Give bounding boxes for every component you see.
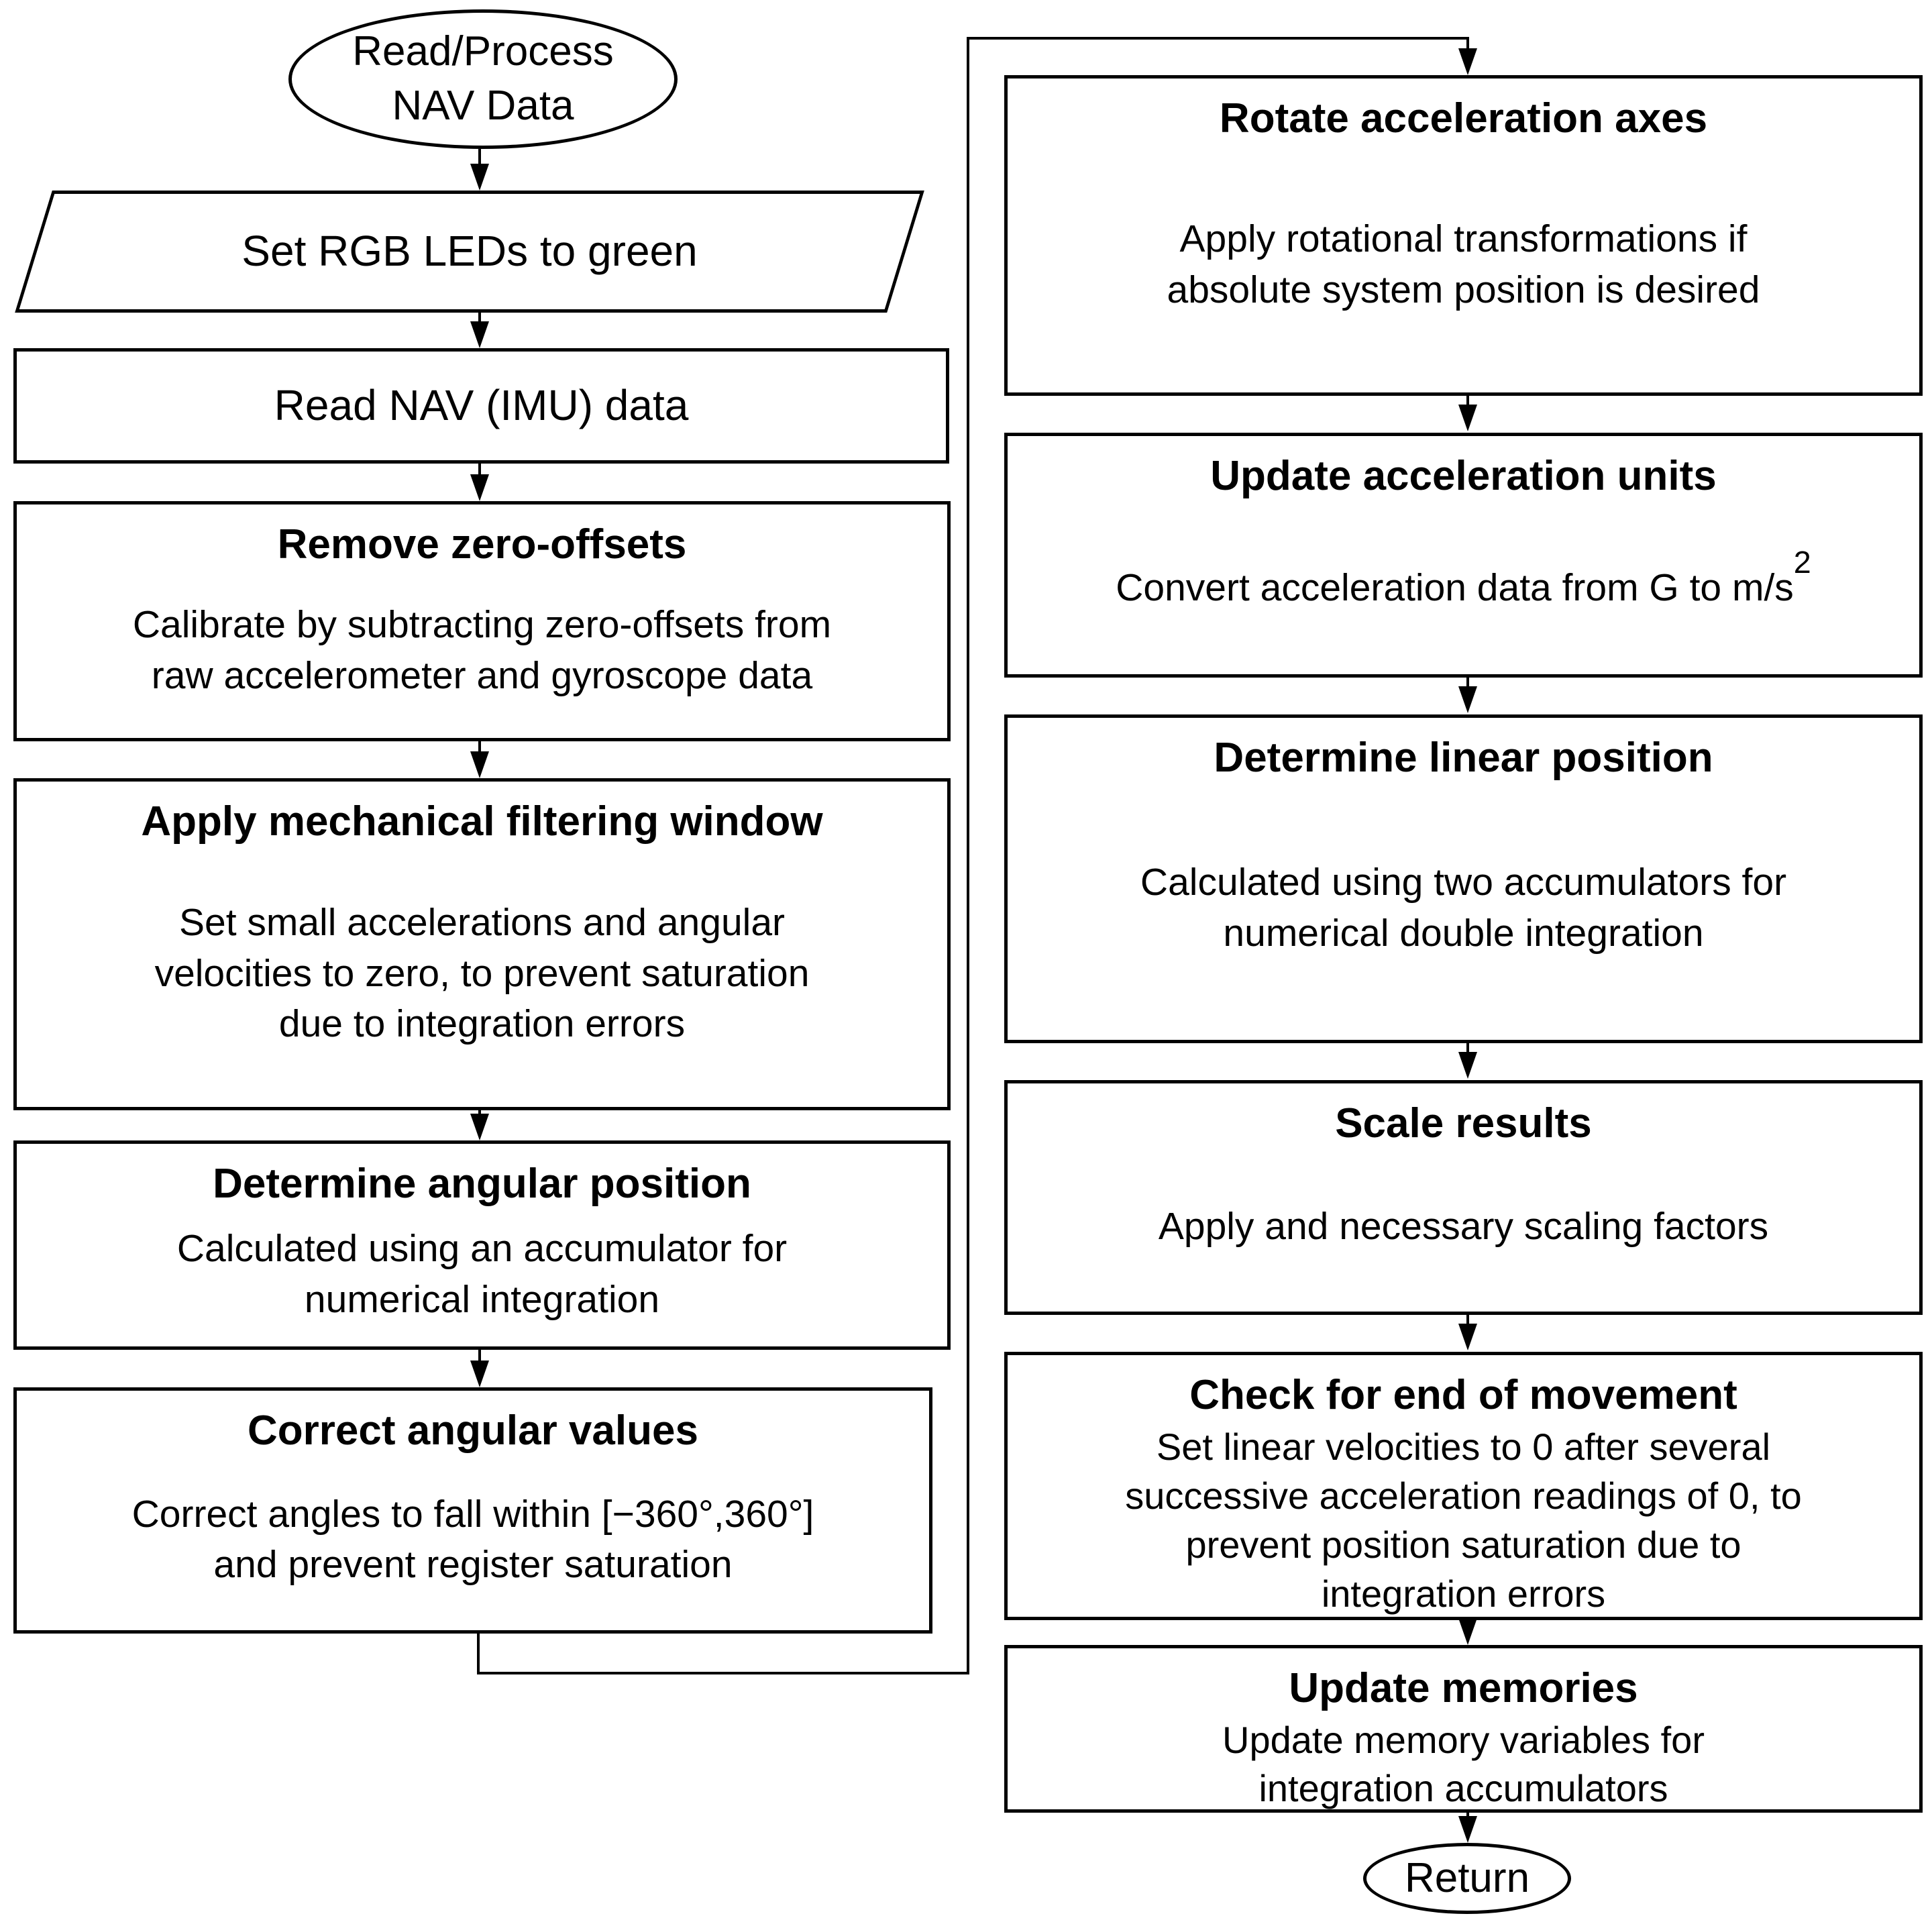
determine-angular-title: Determine angular position xyxy=(213,1161,751,1207)
connector-bottom-segment xyxy=(477,1672,969,1674)
arrow-remove-to-filter-line xyxy=(478,741,481,753)
rotate-axes-body: Apply rotational transformations if abso… xyxy=(1167,217,1760,311)
node-return-terminator: Return xyxy=(1363,1843,1571,1914)
arrow-memories-to-return-head xyxy=(1458,1816,1477,1843)
update-units-title: Update acceleration units xyxy=(1210,453,1717,499)
update-units-body: Convert acceleration data from G to m/s2 xyxy=(1116,544,1811,609)
arrow-angular-to-correct-head xyxy=(470,1361,489,1387)
node-apply-filter: Apply mechanical filtering window Set sm… xyxy=(13,778,951,1110)
node-set-leds-io: Set RGB LEDs to green xyxy=(15,191,924,313)
node-start-terminator: Read/Process NAV Data xyxy=(288,9,678,149)
connector-top-segment xyxy=(967,37,1469,40)
node-remove-offsets: Remove zero-offsets Calibrate by subtrac… xyxy=(13,501,951,741)
arrow-readnav-to-remove-head xyxy=(470,474,489,501)
arrow-start-to-leds-head xyxy=(470,164,489,191)
arrow-rotate-to-units-head xyxy=(1458,405,1477,431)
node-determine-angular: Determine angular position Calculated us… xyxy=(13,1140,951,1350)
connector-up-segment xyxy=(967,37,969,1674)
apply-filter-body: Set small accelerations and angular velo… xyxy=(154,901,810,1045)
node-update-memories: Update memories Update memory variables … xyxy=(1004,1645,1923,1813)
check-end-body: Set linear velocities to 0 after several… xyxy=(1125,1426,1802,1615)
connector-down-segment xyxy=(477,1634,480,1674)
node-scale-results: Scale results Apply and necessary scalin… xyxy=(1004,1080,1923,1315)
node-determine-linear: Determine linear position Calculated usi… xyxy=(1004,714,1923,1043)
arrow-scale-to-check-head xyxy=(1458,1324,1477,1350)
arrow-start-to-leds-line xyxy=(478,149,481,165)
arrow-leds-to-readnav-line xyxy=(478,313,481,323)
return-label: Return xyxy=(1404,1854,1530,1901)
units-superscript: 2 xyxy=(1793,544,1811,580)
arrow-leds-to-readnav-head xyxy=(470,321,489,348)
check-end-title: Check for end of movement xyxy=(1189,1372,1737,1418)
read-nav-label: Read NAV (IMU) data xyxy=(274,381,689,430)
correct-angular-body: Correct angles to fall within [−360°,360… xyxy=(131,1492,814,1587)
node-check-end: Check for end of movement Set linear vel… xyxy=(1004,1352,1923,1620)
arrow-filter-to-angular-head xyxy=(470,1114,489,1140)
node-read-nav: Read NAV (IMU) data xyxy=(13,348,949,464)
arrow-linear-to-scale-head xyxy=(1458,1052,1477,1079)
start-label: Read/Process NAV Data xyxy=(352,28,614,129)
arrow-filter-to-angular-line xyxy=(478,1110,481,1115)
arrow-angular-to-correct-line xyxy=(478,1350,481,1362)
scale-results-body: Apply and necessary scaling factors xyxy=(1158,1205,1769,1248)
update-memories-body: Update memory variables for integration … xyxy=(1222,1719,1705,1809)
arrow-remove-to-filter-head xyxy=(470,751,489,778)
arrow-linear-to-scale-line xyxy=(1466,1043,1469,1053)
remove-offsets-body: Calibrate by subtracting zero-offsets fr… xyxy=(132,603,832,697)
scale-results-title: Scale results xyxy=(1335,1100,1592,1147)
node-correct-angular: Correct angular values Correct angles to… xyxy=(13,1387,932,1634)
correct-angular-title: Correct angular values xyxy=(248,1407,698,1454)
connector-entry-line xyxy=(1466,37,1469,52)
determine-linear-body: Calculated using two accumulators for nu… xyxy=(1140,861,1787,955)
remove-offsets-title: Remove zero-offsets xyxy=(277,521,687,568)
arrow-units-to-linear-head xyxy=(1458,686,1477,713)
arrow-memories-to-return-line xyxy=(1466,1813,1469,1818)
determine-linear-title: Determine linear position xyxy=(1214,735,1713,781)
arrow-readnav-to-remove-line xyxy=(478,464,481,476)
determine-angular-body: Calculated using an accumulator for nume… xyxy=(176,1227,788,1321)
arrow-rotate-to-units-line xyxy=(1466,396,1469,406)
node-update-units: Update acceleration units Convert accele… xyxy=(1004,433,1923,678)
set-leds-label: Set RGB LEDs to green xyxy=(241,227,698,276)
apply-filter-title: Apply mechanical filtering window xyxy=(141,798,823,845)
update-memories-title: Update memories xyxy=(1289,1665,1638,1711)
arrow-scale-to-check-line xyxy=(1466,1315,1469,1325)
arrow-units-to-linear-line xyxy=(1466,678,1469,688)
node-rotate-axes: Rotate acceleration axes Apply rotationa… xyxy=(1004,75,1923,396)
connector-entry-head xyxy=(1458,48,1477,75)
arrow-check-to-memories-head xyxy=(1458,1618,1477,1645)
rotate-axes-title: Rotate acceleration axes xyxy=(1219,95,1708,142)
